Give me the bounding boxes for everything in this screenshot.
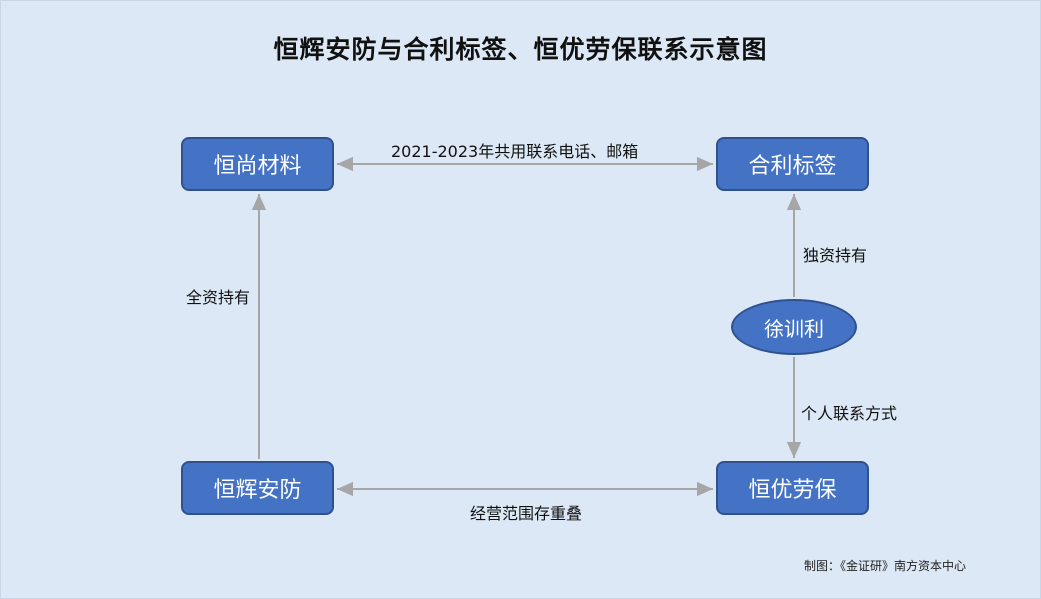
edge-label-shared-contact: 2021-2023年共用联系电话、邮箱 <box>391 142 639 161</box>
diagram-title: 恒辉安防与合利标签、恒优劳保联系示意图 <box>273 35 768 64</box>
node-person-xu-xunli: 徐训利 <box>731 299 857 355</box>
node-heli-labels: 合利标签 <box>716 137 869 191</box>
node-hengshang-materials: 恒尚材料 <box>181 137 334 191</box>
edge-label-wholly-owned: 全资持有 <box>186 288 251 307</box>
node-hengyou-labor-protection: 恒优劳保 <box>716 461 869 515</box>
edge-label-sole-ownership: 独资持有 <box>803 246 868 265</box>
edge-label-business-overlap: 经营范围存重叠 <box>470 504 583 523</box>
edge-label-personal-contact: 个人联系方式 <box>801 404 898 423</box>
node-henghui-security: 恒辉安防 <box>181 461 334 515</box>
credit-footer: 制图：《金证研》南方资本中心 <box>804 559 967 573</box>
